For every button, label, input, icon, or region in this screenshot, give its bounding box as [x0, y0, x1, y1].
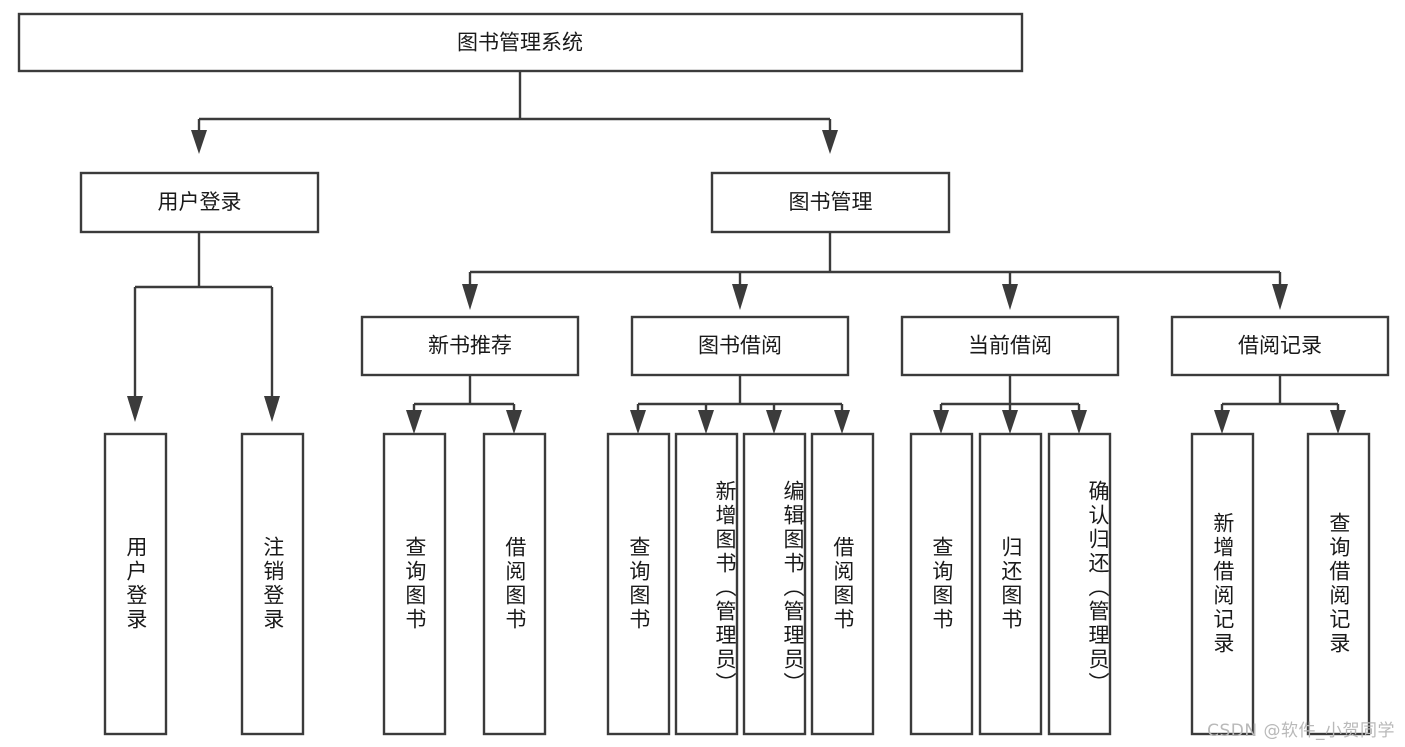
node-current-borrow-label: 当前借阅 [968, 334, 1052, 358]
node-leaf-cb-confirm-return-box[interactable] [1047, 432, 1112, 736]
arrow-head-nbr-leaf-2 [506, 410, 522, 434]
connector-group-book-borrow [630, 375, 850, 434]
connector-group-bookmgmt [462, 232, 1288, 310]
node-borrow-record-box[interactable] [1170, 315, 1390, 377]
node-leaf-cb-query-book-box[interactable] [909, 432, 974, 736]
node-leaf-bb-edit-book-box[interactable] [742, 432, 807, 736]
connector-group-current-borrow [933, 375, 1087, 434]
arrow-head-bb-leaf-3 [766, 410, 782, 434]
node-leaf-cb-return-book-box[interactable] [978, 432, 1043, 736]
node-book-borrow-box[interactable] [630, 315, 850, 377]
arrow-head-bb-leaf-1 [630, 410, 646, 434]
arrow-head-bb-leaf-2 [698, 410, 714, 434]
arrow-head-br-leaf-2 [1330, 410, 1346, 434]
node-book-borrow-label: 图书借阅 [698, 334, 782, 358]
connector-group-new-book-recommend [406, 375, 522, 434]
node-book-management-label: 图书管理 [789, 190, 873, 214]
node-leaf-br-query-record-box[interactable] [1306, 432, 1371, 736]
node-leaf-bb-borrow-book-box[interactable] [810, 432, 875, 736]
arrow-head-logout-leaf [264, 396, 280, 422]
arrow-head-bookmgmt [822, 130, 838, 154]
node-new-book-recommend-label: 新书推荐 [428, 334, 512, 358]
node-root-box[interactable] [17, 12, 1024, 73]
arrow-head-bb-leaf-4 [834, 410, 850, 434]
node-leaf-bb-query-book-box[interactable] [606, 432, 671, 736]
node-borrow-record-label: 借阅记录 [1238, 334, 1322, 358]
arrow-head-cb-leaf-2 [1002, 410, 1018, 434]
arrow-head-user-login-leaf [127, 396, 143, 422]
node-root-label: 图书管理系统 [457, 31, 583, 55]
node-user-login-label: 用户登录 [158, 190, 242, 214]
arrow-head-userlogin [191, 130, 207, 154]
arrow-head-br-leaf-1 [1214, 410, 1230, 434]
node-leaf-logout-box[interactable] [240, 432, 305, 736]
node-leaf-nbr-query-book-box[interactable] [382, 432, 447, 736]
arrow-head-borrow-record [1272, 284, 1288, 310]
node-leaf-bb-add-book-box[interactable] [674, 432, 739, 736]
node-leaf-br-add-record-box[interactable] [1190, 432, 1255, 736]
arrow-head-nbr-leaf-1 [406, 410, 422, 434]
connector-group-userlogin [127, 232, 280, 422]
arrow-head-cb-leaf-1 [933, 410, 949, 434]
node-new-book-recommend-box[interactable] [360, 315, 580, 377]
node-leaf-user-login-box[interactable] [103, 432, 168, 736]
arrow-head-book-borrow [732, 284, 748, 310]
arrow-head-current-borrow [1002, 284, 1018, 310]
connector-group-borrow-record [1214, 375, 1346, 434]
connector-group-root [191, 71, 838, 154]
node-user-login-box[interactable] [79, 171, 320, 234]
arrow-head-cb-leaf-3 [1071, 410, 1087, 434]
node-book-management-box[interactable] [710, 171, 951, 234]
arrow-head-new-book-recommend [462, 284, 478, 310]
node-leaf-nbr-borrow-book-box[interactable] [482, 432, 547, 736]
node-current-borrow-box[interactable] [900, 315, 1120, 377]
